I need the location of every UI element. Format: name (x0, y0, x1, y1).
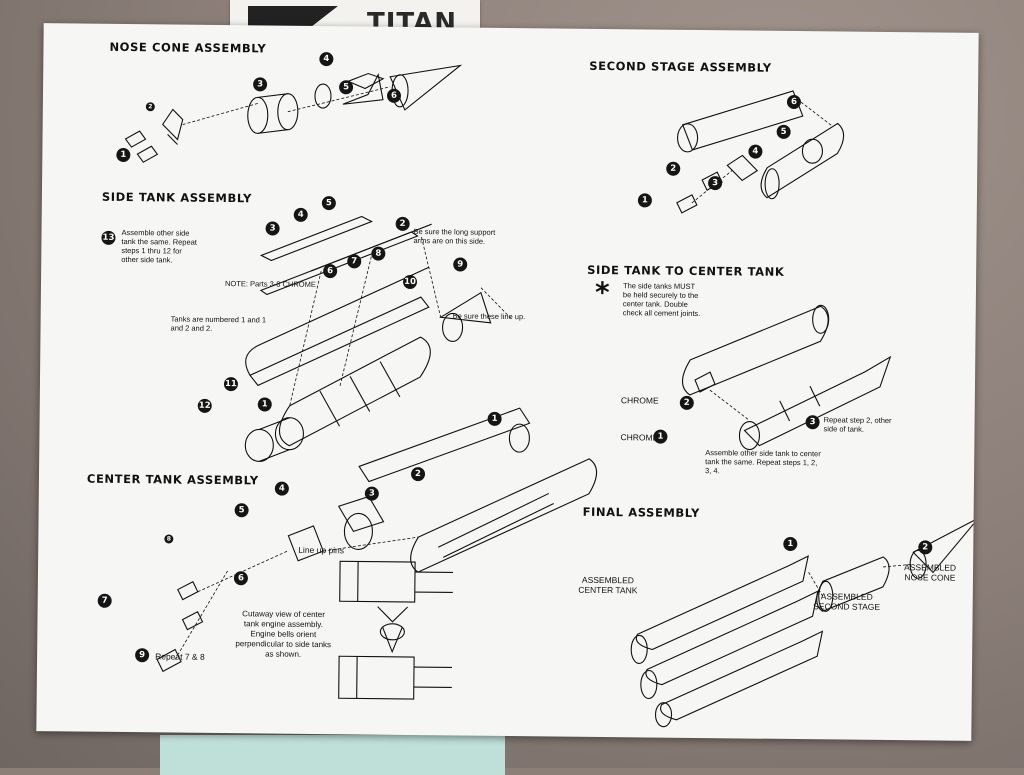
stc-step-3-badge: 3 (806, 415, 820, 429)
cutaway-diagram (327, 556, 459, 707)
second-stage-heading: SECOND STAGE ASSEMBLY (589, 59, 772, 75)
repeat-7-8-note: Repeat 7 & 8 (155, 652, 235, 662)
second-stage-diagram (632, 84, 853, 216)
cutaway-note: Cutaway view of center tank engine assem… (233, 609, 334, 660)
second-step-4-badge: 4 (748, 145, 762, 159)
center-step-1-badge: 1 (488, 412, 502, 426)
side-step-2-badge: 2 (396, 217, 410, 231)
side-step-7-badge: 7 (347, 254, 361, 268)
assembled-center-tank-label: ASSEMBLED CENTER TANK (578, 575, 638, 596)
side-step-6-badge: 6 (323, 264, 337, 278)
side-step-10-badge: 10 (403, 275, 417, 289)
second-step-3-badge: 3 (708, 176, 722, 190)
nose-step-4-badge: 4 (319, 52, 333, 66)
side-step-4-badge: 4 (294, 208, 308, 222)
green-decal-sheet (160, 735, 505, 775)
second-step-6-badge: 6 (787, 95, 801, 109)
side-step-3-badge: 3 (266, 221, 280, 235)
nose-step-6-badge: 6 (387, 89, 401, 103)
center-step-7-badge: 7 (98, 594, 112, 608)
nose-cone-diagram (117, 54, 448, 177)
line-up-pins-note: Line up pins (298, 546, 378, 556)
side-to-center-heading: SIDE TANK TO CENTER TANK (587, 263, 784, 279)
nose-step-5-badge: 5 (339, 80, 353, 94)
chrome-label-top: CHROME (620, 395, 660, 405)
nose-step-1-badge: 1 (116, 148, 130, 162)
side-step-13-badge: 13 (101, 231, 115, 245)
final-step-1-badge: 1 (783, 537, 797, 551)
second-step-1-badge: 1 (638, 193, 652, 207)
nose-step-3-badge: 3 (253, 77, 267, 91)
assemble-other-note: Assemble other side tank to center tank … (705, 448, 825, 476)
instruction-sheet: NOSE CONE ASSEMBLY 1 2 3 4 5 6 SIDE TANK… (36, 23, 978, 741)
side-step-9-badge: 9 (453, 257, 467, 271)
side-step-8-badge: 8 (371, 247, 385, 261)
side-step-13-text: Assemble other side tank the same. Repea… (121, 228, 199, 265)
center-step-4-badge: 4 (275, 482, 289, 496)
repeat-step-2-note: Repeat step 2, other side of tank. (823, 415, 895, 434)
center-step-6-badge: 6 (234, 571, 248, 585)
second-step-5-badge: 5 (777, 125, 791, 139)
assembled-second-stage-label: ASSEMBLED SECOND STAGE (812, 591, 882, 612)
center-step-3-badge: 3 (365, 487, 379, 501)
assembled-nose-cone-label: ASSEMBLED NOSE CONE (900, 562, 960, 583)
second-step-2-badge: 2 (666, 162, 680, 176)
stc-step-2-badge: 2 (680, 396, 694, 410)
center-step-2-badge: 2 (411, 467, 425, 481)
final-assembly-diagram (576, 509, 958, 723)
nose-step-2-badge: 2 (146, 102, 155, 111)
stc-step-1-badge: 1 (653, 430, 667, 444)
side-step-5-badge: 5 (322, 196, 336, 210)
star-icon: * (595, 279, 610, 307)
center-step-9-badge: 9 (135, 648, 149, 662)
center-step-8-badge: 8 (164, 534, 173, 543)
center-step-5-badge: 5 (235, 503, 249, 517)
final-step-2-badge: 2 (918, 540, 932, 554)
